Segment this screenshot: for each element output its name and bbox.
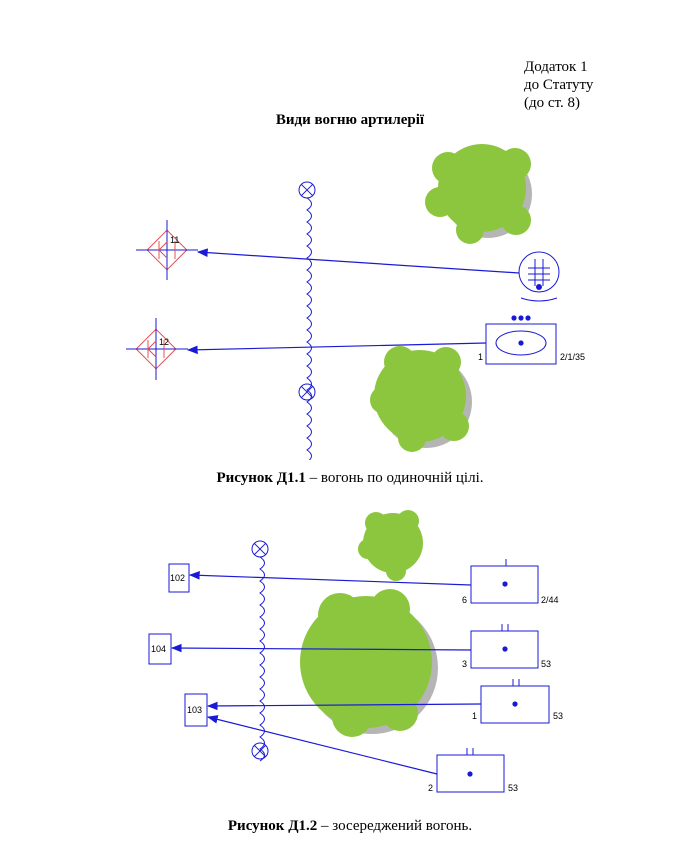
fire-arrow [170, 643, 472, 653]
target-marker-12: 12 [126, 318, 188, 380]
figure-1-caption-number: Рисунок Д1.1 [216, 470, 306, 486]
unit-right-label: 53 [541, 659, 551, 669]
tree-icon [358, 510, 423, 581]
target-box-102: 102 [168, 563, 190, 593]
target-marker-11: 11 [136, 220, 198, 280]
battery-unit: 2 53 [428, 748, 518, 793]
fire-arrow [196, 248, 520, 274]
tree-icon [370, 346, 472, 452]
unit-right-label: 53 [553, 711, 563, 721]
target-label-104: 104 [151, 644, 166, 654]
figure-1-diagram: 11 12 1 2/1/35 [126, 144, 585, 460]
battery-unit: 1 2/1/35 [478, 315, 585, 365]
fire-arrow [186, 342, 487, 355]
battery-right-label: 2/1/35 [560, 352, 585, 362]
tree-icon [425, 144, 532, 244]
target-box-103: 103 [184, 693, 208, 727]
target-label-102: 102 [170, 573, 185, 583]
target-label-103: 103 [187, 705, 202, 715]
addendum-line-3: (до ст. 8) [524, 95, 580, 111]
front-line [298, 181, 316, 460]
battery-unit: 6 2/44 [462, 559, 559, 605]
front-line [251, 540, 269, 762]
figure-1-caption: Рисунок Д1.1 – вогонь по одиночній цілі. [0, 470, 700, 487]
unit-left-label: 6 [462, 595, 467, 605]
addendum-block: Додаток 1 до Статуту (до ст. 8) [524, 58, 593, 112]
unit-left-label: 1 [472, 711, 477, 721]
observation-post-icon [518, 251, 560, 302]
fire-arrow [206, 715, 438, 775]
unit-left-label: 3 [462, 659, 467, 669]
fire-arrow [206, 701, 482, 711]
page-title: Види вогню артилерії [275, 112, 425, 128]
target-label-11: 11 [170, 235, 179, 245]
battery-left-label: 1 [478, 352, 483, 362]
addendum-line-1: Додаток 1 [524, 59, 588, 75]
battery-unit: 1 53 [472, 679, 563, 724]
target-box-104: 104 [148, 633, 172, 665]
fire-arrow [188, 571, 472, 586]
addendum-line-2: до Статуту [524, 77, 594, 93]
figure-2-caption: Рисунок Д1.2 – зосереджений вогонь. [0, 818, 700, 835]
target-label-12: 12 [159, 337, 169, 347]
unit-right-label: 53 [508, 783, 518, 793]
figure-2-caption-text: – зосереджений вогонь. [317, 818, 473, 834]
figure-2-diagram: 102 104 103 6 2/44 3 53 1 53 2 53 [148, 510, 563, 793]
tree-icon [300, 589, 438, 737]
figure-1-caption-text: – вогонь по одиночній цілі. [305, 470, 484, 486]
figure-2-caption-number: Рисунок Д1.2 [227, 818, 318, 834]
battery-unit: 3 53 [462, 624, 551, 669]
unit-right-label: 2/44 [541, 595, 559, 605]
unit-left-label: 2 [428, 783, 433, 793]
